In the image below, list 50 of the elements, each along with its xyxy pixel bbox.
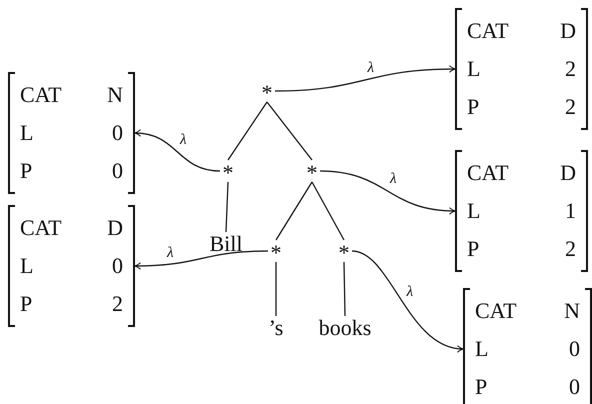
tree-node-symbol: *: [220, 160, 236, 182]
feature-name: CAT: [467, 159, 510, 187]
feature-value: 2: [564, 235, 576, 263]
word-label: Bill: [204, 232, 248, 256]
tree-branch-line: [266, 102, 312, 160]
tree-branch-line: [343, 262, 346, 316]
feature-name: P: [20, 290, 34, 318]
feature-value: 0: [111, 119, 123, 147]
tree-node-symbol: *: [336, 240, 352, 262]
feature-name: CAT: [20, 81, 63, 109]
tree-node-symbol: *: [304, 160, 320, 182]
feature-name: CAT: [467, 17, 510, 45]
feature-matrix: [8, 205, 135, 327]
tree-branch-line: [225, 182, 229, 232]
feature-value: 0: [568, 335, 580, 363]
tree-node-symbol: *: [268, 240, 284, 262]
feature-matrix: [8, 72, 135, 194]
feature-value: 2: [564, 93, 576, 121]
feature-name: P: [467, 93, 480, 121]
tree-node-symbol: *: [259, 80, 275, 102]
feature-value: 0: [568, 373, 580, 401]
feature-name: L: [20, 119, 34, 147]
feature-name: P: [475, 373, 488, 401]
feature-value: 1: [564, 197, 576, 225]
tree-branch-line: [228, 102, 268, 160]
feature-value: D: [559, 159, 576, 187]
word-label: ’s: [264, 316, 288, 340]
feature-value: 2: [564, 55, 576, 83]
feature-value: D: [106, 214, 123, 242]
feature-name: CAT: [20, 214, 63, 242]
feature-value: N: [106, 81, 123, 109]
feature-value: N: [563, 297, 580, 325]
word-label: books: [318, 316, 372, 340]
feature-value: D: [559, 17, 576, 45]
feature-name: P: [467, 235, 480, 263]
feature-value: 0: [111, 157, 123, 185]
tree-branch-line: [275, 262, 277, 316]
tree-branch-line: [311, 182, 345, 240]
feature-name: L: [475, 335, 490, 363]
feature-matrix: [463, 288, 592, 404]
feature-name: L: [20, 252, 34, 280]
feature-value: 2: [111, 290, 123, 318]
tree-branch-line: [276, 182, 312, 240]
feature-matrix: [455, 8, 588, 130]
feature-name: L: [467, 197, 482, 225]
feature-matrix: [455, 150, 588, 272]
feature-name: P: [20, 157, 34, 185]
feature-name: L: [467, 55, 482, 83]
feature-name: CAT: [475, 297, 518, 325]
feature-value: 0: [111, 252, 123, 280]
